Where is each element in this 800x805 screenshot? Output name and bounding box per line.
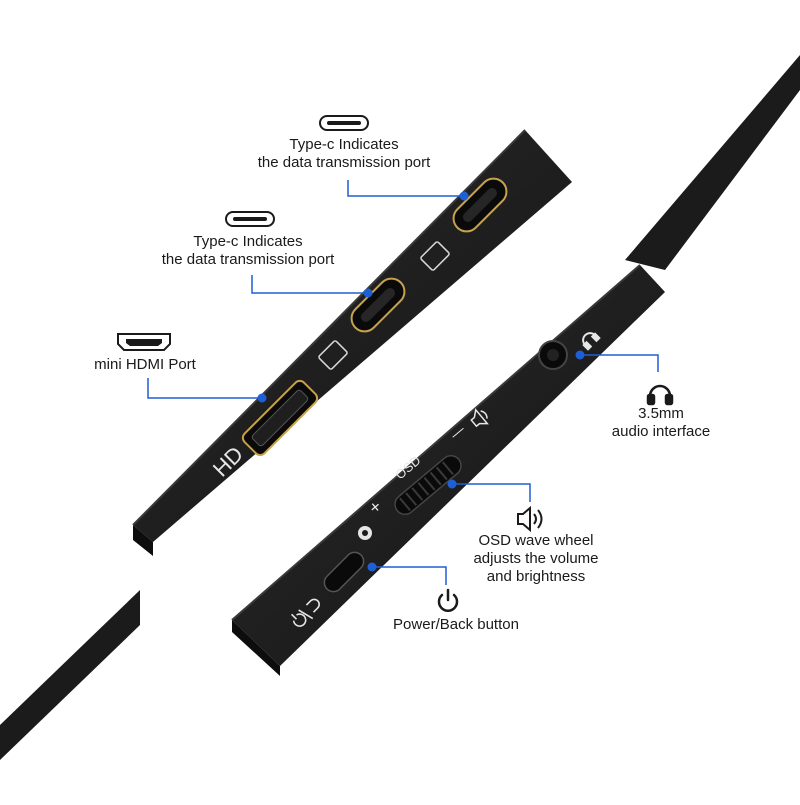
right-panel-edge [625,55,800,270]
left-panel-edge [0,590,140,760]
typec-marking-icon [420,241,450,271]
callout-osd-wheel-line2: adjusts the volume [473,550,599,567]
osd-wheel [394,454,462,516]
speaker-icon [517,505,543,533]
left-port-side-edge [133,525,153,556]
callout-mini-hdmi-line1: mini HDMI Port [94,356,196,373]
callout-osd-wheel-line1: OSD wave wheel [478,532,594,549]
callout-dots [257,191,585,572]
power-icon [437,588,459,612]
power-button [323,551,365,593]
usb-c-icon [319,115,369,131]
callout-lines [147,180,659,585]
callout-typec-bottom-line2: the data transmission port [161,251,335,268]
callout-audio-line2: audio interface [611,423,711,440]
callout-audio-line1: 3.5mm [638,405,684,422]
callout-typec-bottom-line1: Type-c Indicates [193,233,303,250]
callout-power-line1: Power/Back button [393,616,519,633]
callout-line-audio [580,354,659,372]
power-back-marking-icon [290,598,320,627]
speaker-marking-icon [470,408,489,428]
callout-line-typec-bottom [251,275,368,294]
callout-line-mini-hdmi [147,378,262,399]
callout-mini-hdmi: mini HDMI Port [80,356,210,374]
callout-line-typec-top [347,180,464,197]
callout-typec-top: Type-c Indicates the data transmission p… [238,136,450,172]
callout-typec-bottom: Type-c Indicates the data transmission p… [142,233,354,269]
gear-marking-icon [358,526,372,540]
mini-hdmi-port [241,379,319,457]
usb-c-icon [225,211,275,227]
callout-typec-top-line2: the data transmission port [257,154,431,171]
callout-line-power [372,566,447,585]
headphones-marking-icon [582,332,601,351]
mini-hdmi-icon [117,333,171,351]
typec-port-top [452,177,508,233]
callout-osd-wheel: OSD wave wheel adjusts the volume and br… [456,532,616,586]
callout-power: Power/Back button [372,616,540,634]
callout-line-osd [452,483,531,502]
callout-audio: 3.5mm audio interface [596,405,726,441]
typec-marking-icon [318,340,348,370]
right-control-side-edge [232,620,280,676]
callout-osd-wheel-line3: and brightness [486,568,586,585]
typec-port-bottom [350,277,406,333]
headphones-icon [646,384,674,406]
callout-typec-top-line1: Type-c Indicates [289,136,399,153]
